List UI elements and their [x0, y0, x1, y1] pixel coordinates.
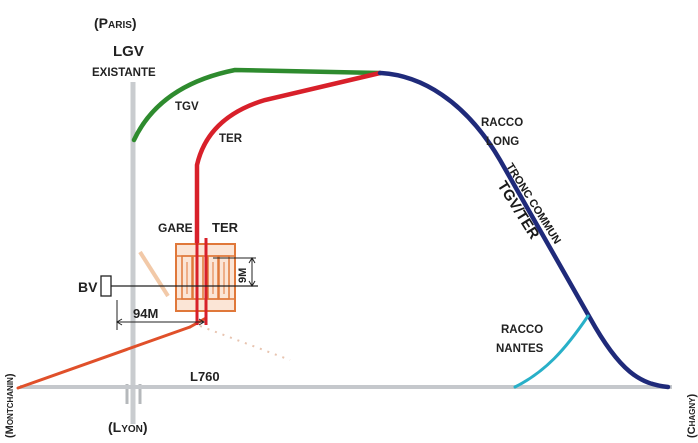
ter-station-building [175, 238, 236, 325]
ter-station-label: TER [212, 220, 239, 235]
racco-nantes-label-line1: RACCO [501, 324, 543, 336]
ter-branch-label: TER [219, 133, 243, 145]
bv-marker [100, 275, 258, 297]
tronc-commun-track [377, 70, 671, 390]
racco-long-label-line2: LONG [486, 136, 519, 148]
l760-label: L760 [190, 369, 220, 384]
lgv-label: LGV [113, 43, 144, 60]
paris-label: (Paris) [94, 15, 137, 31]
dimension-94m-label: 94M [133, 306, 158, 321]
racco-long-label-line1: RACCO [481, 117, 523, 129]
dimension-9m-label: 9M [237, 268, 249, 283]
tgv-branch [131, 67, 383, 143]
bv-label: BV [78, 279, 98, 295]
montchanin-label: (Montchanin) [4, 373, 16, 438]
lyon-label: (Lyon) [108, 419, 148, 435]
existante-label: EXISTANTE [92, 67, 156, 79]
gare-label: GARE [158, 221, 193, 235]
racco-nantes-label-line2: NANTES [496, 343, 544, 355]
faded-diagonal-lower [199, 325, 291, 361]
faded-old-link [138, 250, 170, 298]
dimension-9m [213, 257, 256, 287]
racco-nantes-track [513, 314, 590, 389]
ter-branch [194, 70, 383, 248]
lower-red-link [16, 316, 208, 390]
dimension-94m [116, 300, 205, 330]
chagny-label: (Chagny) [686, 394, 698, 438]
tgv-branch-label: TGV [175, 101, 199, 113]
